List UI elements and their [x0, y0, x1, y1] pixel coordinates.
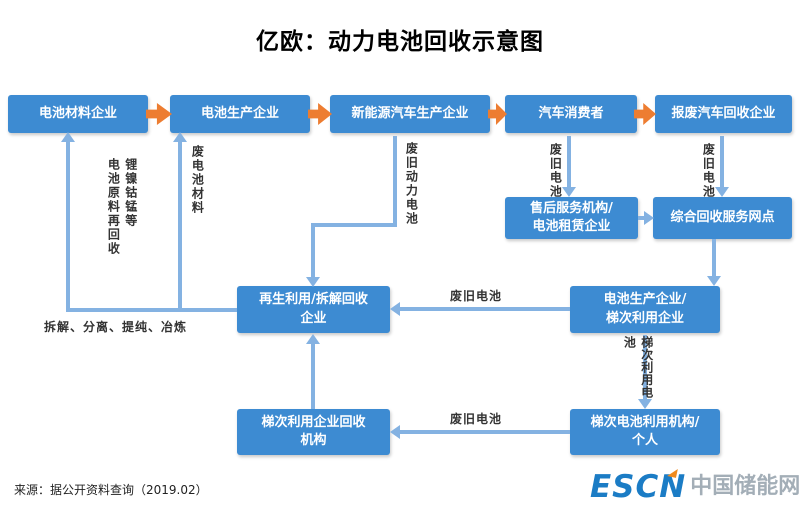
arrowhead-left-icon [390, 302, 400, 316]
edge-nev-to-regeneration-line-v1 [393, 136, 397, 227]
arrowhead-down-icon [562, 187, 576, 197]
arrowhead-up-icon [306, 334, 320, 344]
edge-label-waste-battery-consumer: 废旧电池 [548, 143, 563, 199]
edge-regeneration-to-producer-line [178, 140, 182, 312]
edge-label-waste-battery-mid: 废旧电池 [450, 289, 503, 303]
node-battery-producer-echelon-company: 电池生产企业/ 梯次利用企业 [570, 286, 720, 333]
arrowhead-left-icon [390, 425, 400, 439]
edge-label-dismantle-process: 拆解、分离、提纯、冶炼 [44, 320, 188, 334]
node-battery-material-company: 电池材料企业 [8, 95, 148, 133]
edge-regeneration-to-material-line [66, 140, 70, 312]
edge-producer-to-echelon-user-line [643, 335, 647, 401]
arrowhead-down-icon [715, 187, 729, 197]
node-regeneration-dismantle-recycler: 再生利用/拆解回收 企业 [237, 286, 390, 333]
node-scrap-car-recycler: 报废汽车回收企业 [655, 95, 792, 133]
edge-consumer-to-aftersales-line [567, 136, 571, 189]
edge-producer-echelon-to-regeneration-line [398, 307, 570, 311]
arrowhead-down-icon [306, 277, 320, 287]
edge-aftersales-to-network-line [638, 216, 646, 220]
edge-label-waste-battery-material: 废电池材料 [190, 145, 205, 215]
arrowhead-down-icon [638, 399, 652, 409]
edge-label-material-recycle: 锂镍钴锰等 电池原料再回收 [106, 158, 138, 256]
node-battery-manufacturer: 电池生产企业 [170, 95, 310, 133]
edge-label-waste-battery-scrap: 废旧电池 [701, 143, 716, 199]
node-recycling-service-network: 综合回收服务网点 [653, 197, 792, 239]
flow-arrow-icon [634, 103, 656, 125]
edge-label-waste-battery-bottom: 废旧电池 [450, 412, 503, 426]
flow-arrow-icon [146, 103, 172, 125]
node-car-consumer: 汽车消费者 [505, 95, 637, 133]
escn-logo-text: ESCN [590, 469, 687, 505]
arrowhead-up-icon [173, 132, 187, 142]
node-nev-manufacturer: 新能源汽车生产企业 [330, 95, 490, 133]
arrowhead-right-icon [644, 211, 654, 225]
edge-echelon-user-to-agency-line [398, 430, 570, 434]
edge-agency-to-regeneration-line [311, 342, 315, 409]
arrowhead-up-icon [61, 132, 75, 142]
node-echelon-recycling-agency: 梯次利用企业回收 机构 [237, 409, 390, 455]
edge-label-echelon-battery: 梯次利用电池 [622, 336, 654, 399]
edge-nev-to-regeneration-line-v2 [311, 223, 315, 280]
logo-swoosh-icon [667, 467, 678, 478]
logo-text-cn: 中国储能网 [690, 474, 800, 499]
arrowhead-down-icon [707, 276, 721, 286]
diagram-title: 亿欧：动力电池回收示意图 [256, 29, 544, 55]
edge-label-waste-power-battery: 废旧动力电池 [404, 142, 419, 226]
edge-regeneration-return-line [66, 308, 237, 312]
edge-scrap-to-network-line [720, 136, 724, 189]
source-note: 来源：据公开资料查询（2019.02） [14, 483, 208, 497]
edge-nev-to-regeneration-line-h [311, 223, 397, 227]
flow-arrow-icon [308, 103, 332, 125]
node-echelon-battery-user: 梯次电池利用机构/ 个人 [570, 409, 720, 455]
edge-network-to-producer-echelon-line [712, 239, 716, 280]
node-after-sales-battery-leasing: 售后服务机构/ 电池租赁企业 [505, 197, 638, 239]
